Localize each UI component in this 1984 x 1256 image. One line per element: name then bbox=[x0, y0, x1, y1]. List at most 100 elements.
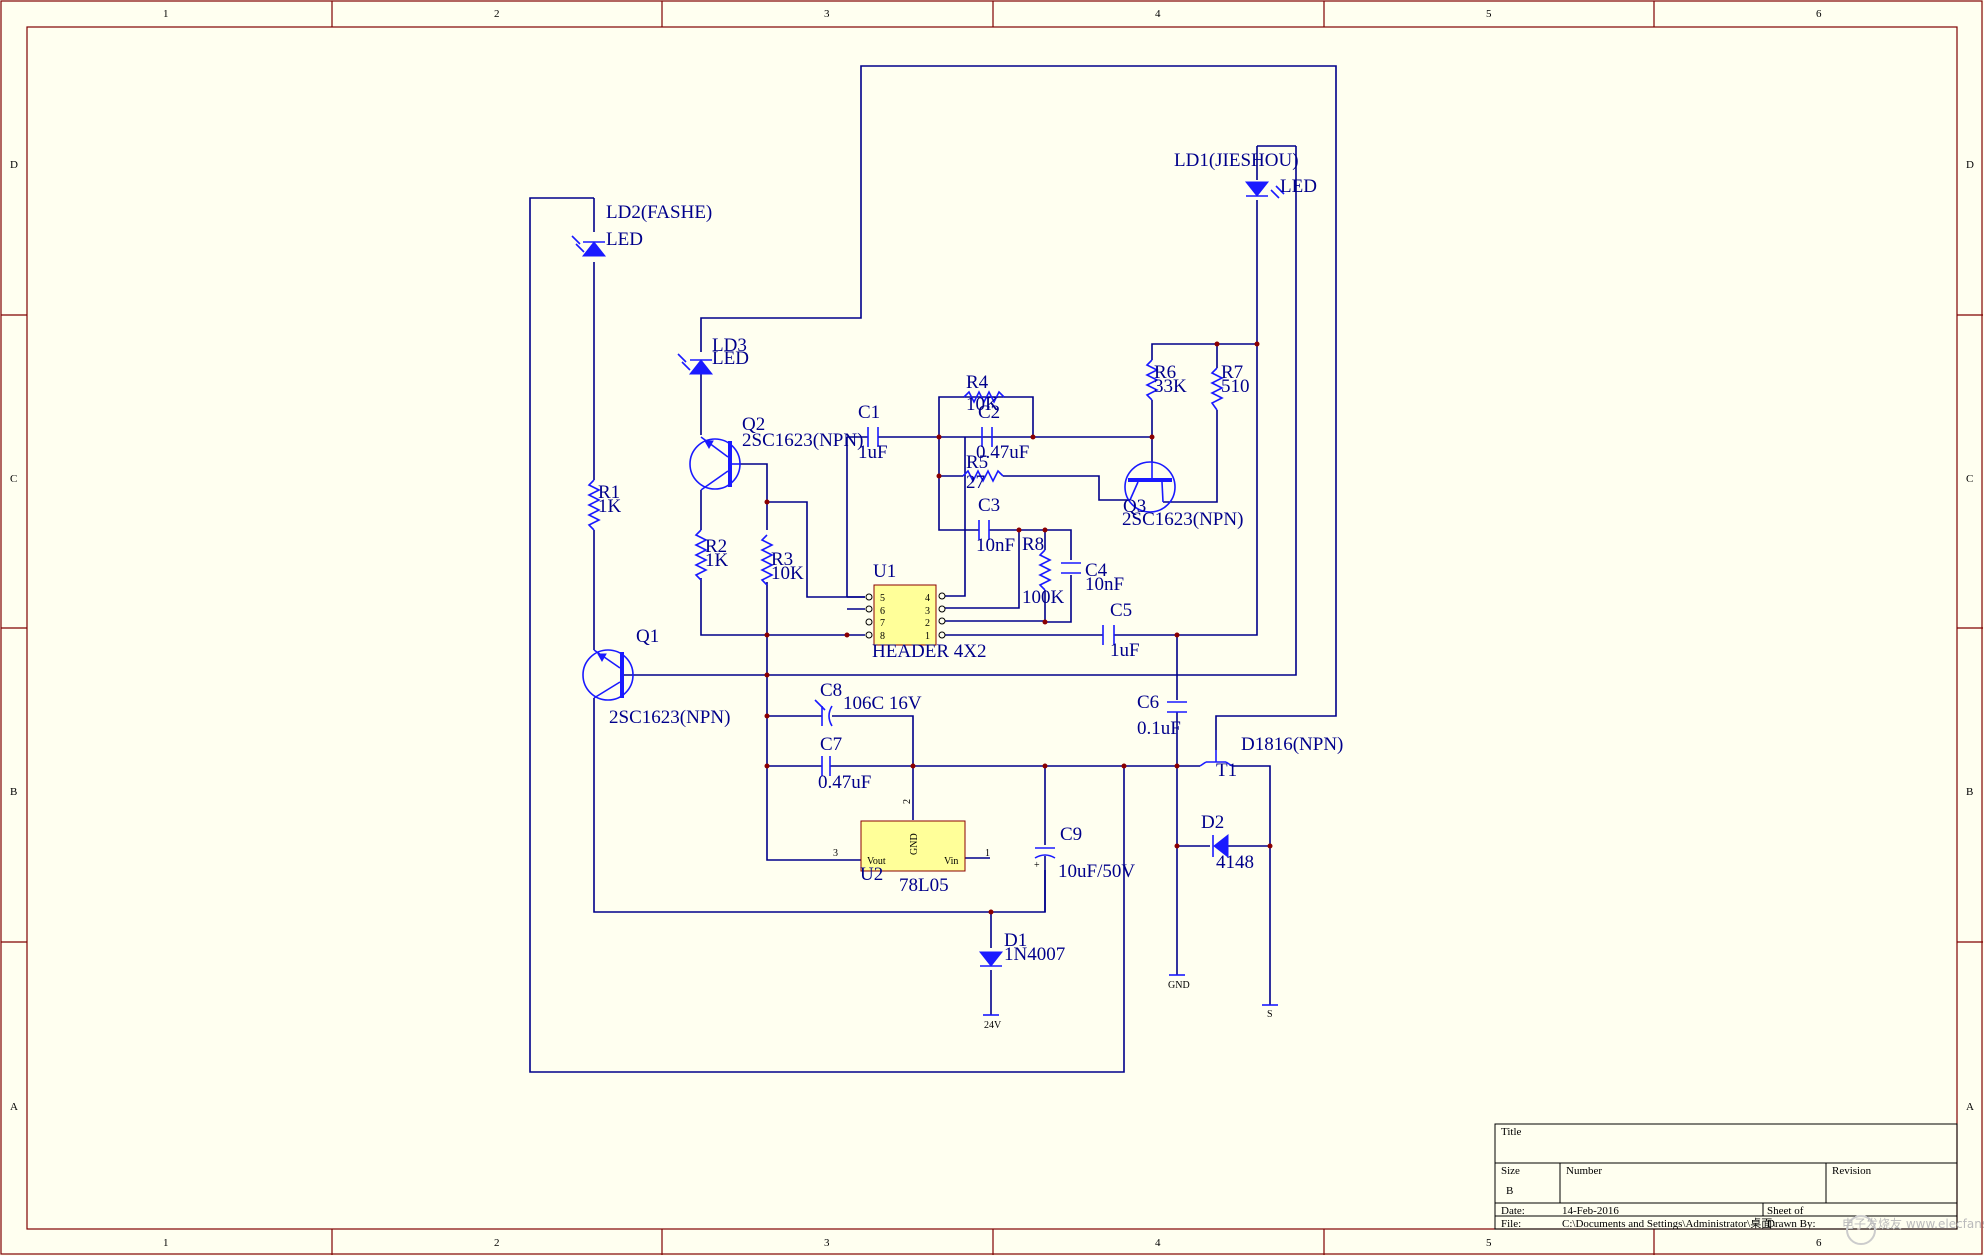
zone-labels: 1 2 3 4 5 6 1 2 3 4 5 6 D C B A D C B A bbox=[10, 8, 1974, 1249]
size-value: B bbox=[1506, 1185, 1513, 1197]
c2-value: 0.47uF bbox=[976, 442, 1029, 463]
r5-value: 27 bbox=[966, 472, 985, 493]
c8-value: 106C 16V bbox=[843, 693, 922, 714]
u2-vin: Vin bbox=[944, 856, 958, 867]
revision-label: Revision bbox=[1832, 1165, 1872, 1177]
c8-ref: C8 bbox=[820, 680, 842, 701]
r2-value: 1K bbox=[705, 550, 729, 571]
c6-ref: C6 bbox=[1137, 692, 1159, 713]
d2-ref: D2 bbox=[1201, 812, 1224, 833]
zone-row-c-right: C bbox=[1966, 473, 1973, 485]
zone-row-d-left: D bbox=[10, 159, 18, 171]
title-label: Title bbox=[1501, 1126, 1522, 1138]
date-label: Date: bbox=[1501, 1205, 1525, 1217]
c9-ref: C9 bbox=[1060, 824, 1082, 845]
c5-value: 1uF bbox=[1110, 640, 1140, 661]
title-block: Title Size B Number Revision Date: 14-Fe… bbox=[1494, 1123, 1958, 1230]
zone-col-2-top: 2 bbox=[494, 8, 500, 20]
power-symbols: GND S 24V bbox=[983, 974, 1278, 1031]
c9-value: 10uF/50V bbox=[1058, 861, 1135, 882]
r2-ref: R2 bbox=[705, 536, 727, 557]
q2-value: 2SC1623(NPN) bbox=[742, 430, 863, 451]
capacitor-c6: C6 0.1uF bbox=[1137, 692, 1187, 739]
zone-col-4-bottom: 4 bbox=[1155, 1237, 1161, 1249]
capacitor-c3: C3 10nF bbox=[976, 495, 1015, 556]
sheet-label: Sheet of bbox=[1767, 1205, 1804, 1217]
zone-col-5-bottom: 5 bbox=[1486, 1237, 1492, 1249]
u1-pin-1: 1 bbox=[925, 631, 930, 642]
r4-ref: R4 bbox=[966, 372, 989, 393]
header-u1: 5 6 7 8 4 3 2 1 U1 HEADER 4X2 bbox=[865, 561, 987, 662]
u2-gnd: GND bbox=[909, 833, 920, 855]
resistor-r3: R3 10K bbox=[760, 534, 804, 586]
r8-value: 100K bbox=[1022, 587, 1065, 608]
resistor-r1: R1 1K bbox=[587, 479, 622, 531]
r6-ref: R6 bbox=[1154, 362, 1176, 383]
capacitor-c7: C7 0.47uF bbox=[818, 734, 871, 793]
u2-value: 78L05 bbox=[899, 875, 949, 896]
zone-col-1-bottom: 1 bbox=[163, 1237, 169, 1249]
r4-value: 10K bbox=[966, 394, 999, 415]
capacitor-c8: C8 106C 16V bbox=[814, 680, 922, 727]
c1-value: 1uF bbox=[858, 442, 888, 463]
diode-d1: D1 1N4007 bbox=[978, 930, 1065, 967]
ld2-ref: LD2(FASHE) bbox=[606, 202, 712, 223]
zone-row-c-left: C bbox=[10, 473, 17, 485]
zone-col-1-top: 1 bbox=[163, 8, 169, 20]
date-value: 14-Feb-2016 bbox=[1562, 1205, 1619, 1217]
ld2-value: LED bbox=[606, 229, 643, 250]
capacitor-c4: C4 10nF bbox=[1061, 560, 1124, 595]
file-label: File: bbox=[1501, 1218, 1521, 1230]
d1-value: 1N4007 bbox=[1004, 944, 1065, 965]
s-label: S bbox=[1267, 1009, 1273, 1020]
q3-value: 2SC1623(NPN) bbox=[1122, 509, 1243, 530]
regulator-u2: GND Vout Vin 2 3 1 U2 78L05 bbox=[833, 799, 990, 896]
c6-value: 0.1uF bbox=[1137, 718, 1181, 739]
zone-col-6-bottom: 6 bbox=[1816, 1237, 1822, 1249]
u1-pin-2: 2 bbox=[925, 618, 930, 629]
zone-col-5-top: 5 bbox=[1486, 8, 1492, 20]
u1-pin-7: 7 bbox=[880, 618, 885, 629]
c5-ref: C5 bbox=[1110, 600, 1132, 621]
zone-col-3-bottom: 3 bbox=[824, 1237, 830, 1249]
resistor-r5: R5 27 bbox=[962, 452, 1004, 493]
q2-ref: Q2 bbox=[742, 414, 765, 435]
c7-value: 0.47uF bbox=[818, 772, 871, 793]
gnd-label: GND bbox=[1168, 980, 1190, 991]
u1-pin-3: 3 bbox=[925, 606, 930, 617]
r8-ref: R8 bbox=[1022, 534, 1044, 555]
c2-ref: C2 bbox=[978, 402, 1000, 423]
transistor-q1: Q1 2SC1623(NPN) bbox=[582, 626, 730, 728]
transistor-q3: Q3 2SC1623(NPN) bbox=[1122, 461, 1243, 530]
d1-ref: D1 bbox=[1004, 930, 1027, 951]
u1-pin-5: 5 bbox=[880, 593, 885, 604]
r1-ref: R1 bbox=[598, 482, 620, 503]
r7-ref: R7 bbox=[1221, 362, 1243, 383]
c7-ref: C7 bbox=[820, 734, 842, 755]
resistor-r4: R4 10K bbox=[963, 372, 1005, 415]
u2-pin-vout: 3 bbox=[833, 848, 838, 859]
zone-col-2-bottom: 2 bbox=[494, 1237, 500, 1249]
ld1-value: LED bbox=[1280, 176, 1317, 197]
r7-value: 510 bbox=[1221, 376, 1250, 397]
r3-ref: R3 bbox=[771, 549, 793, 570]
resistor-r7: R7 510 bbox=[1210, 362, 1250, 411]
c1-ref: C1 bbox=[858, 402, 880, 423]
c3-value: 10nF bbox=[976, 535, 1015, 556]
t1-value: D1816(NPN) bbox=[1241, 734, 1343, 755]
r3-value: 10K bbox=[771, 563, 804, 584]
transistor-q2: Q2 2SC1623(NPN) bbox=[689, 414, 863, 491]
capacitor-c1: C1 1uF bbox=[858, 402, 888, 463]
u2-pin-vin: 1 bbox=[985, 848, 990, 859]
ld1-ref: LD1(JIESHOU) bbox=[1174, 150, 1299, 171]
u1-pin-4: 4 bbox=[925, 593, 930, 604]
zone-row-b-right: B bbox=[1966, 786, 1973, 798]
capacitor-c5: C5 1uF bbox=[1102, 600, 1140, 661]
q1-value: 2SC1623(NPN) bbox=[609, 707, 730, 728]
led-ld1: LD1(JIESHOU) LED bbox=[1174, 150, 1317, 199]
u2-pin-gnd: 2 bbox=[902, 799, 913, 804]
r1-value: 1K bbox=[598, 496, 622, 517]
transistor-t1: D1816(NPN) T1 bbox=[1199, 734, 1343, 781]
